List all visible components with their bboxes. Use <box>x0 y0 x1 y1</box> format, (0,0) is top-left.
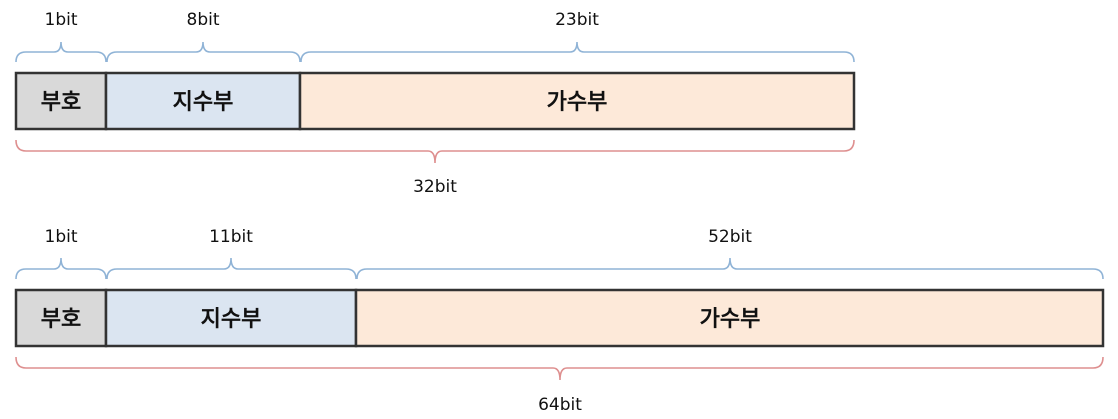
exponent-bits-label: 11bit <box>209 227 253 247</box>
exponent-bits-brace <box>106 41 301 63</box>
sign-field <box>14 71 108 131</box>
sign-bits-label: 1bit <box>45 10 78 30</box>
mantissa-bits-label: 23bit <box>555 10 599 30</box>
mantissa-field-label: 가수부 <box>700 307 761 332</box>
mantissa-bits-label: 52bit <box>708 227 752 247</box>
sign-bits-brace <box>15 41 107 63</box>
sign-bits-brace <box>15 257 107 280</box>
exponent-bits-label: 8bit <box>187 10 220 30</box>
exponent-bits-brace <box>106 257 357 280</box>
mantissa-bits-brace <box>356 257 1104 280</box>
total-bits-brace <box>15 356 1104 381</box>
mantissa-field <box>298 71 856 131</box>
mantissa-bits-brace <box>300 41 855 63</box>
exponent-field-label: 지수부 <box>201 307 262 332</box>
sign-field-label: 부호 <box>41 90 81 115</box>
exponent-field <box>104 71 302 131</box>
mantissa-field <box>354 288 1105 348</box>
format-64bit: 1bit 11bit 52bit 부호 지수부 가수부 64bit <box>14 227 1105 415</box>
total-bits-label: 32bit <box>413 177 457 197</box>
total-bits-label: 64bit <box>538 395 582 415</box>
mantissa-field-label: 가수부 <box>547 90 608 115</box>
format-32bit: 1bit 8bit 23bit 부호 지수부 가수부 32bit <box>14 10 856 197</box>
exponent-field <box>104 288 358 348</box>
total-bits-brace <box>15 139 855 164</box>
sign-field-label: 부호 <box>41 307 81 332</box>
exponent-field-label: 지수부 <box>173 90 234 115</box>
sign-bits-label: 1bit <box>45 227 78 247</box>
